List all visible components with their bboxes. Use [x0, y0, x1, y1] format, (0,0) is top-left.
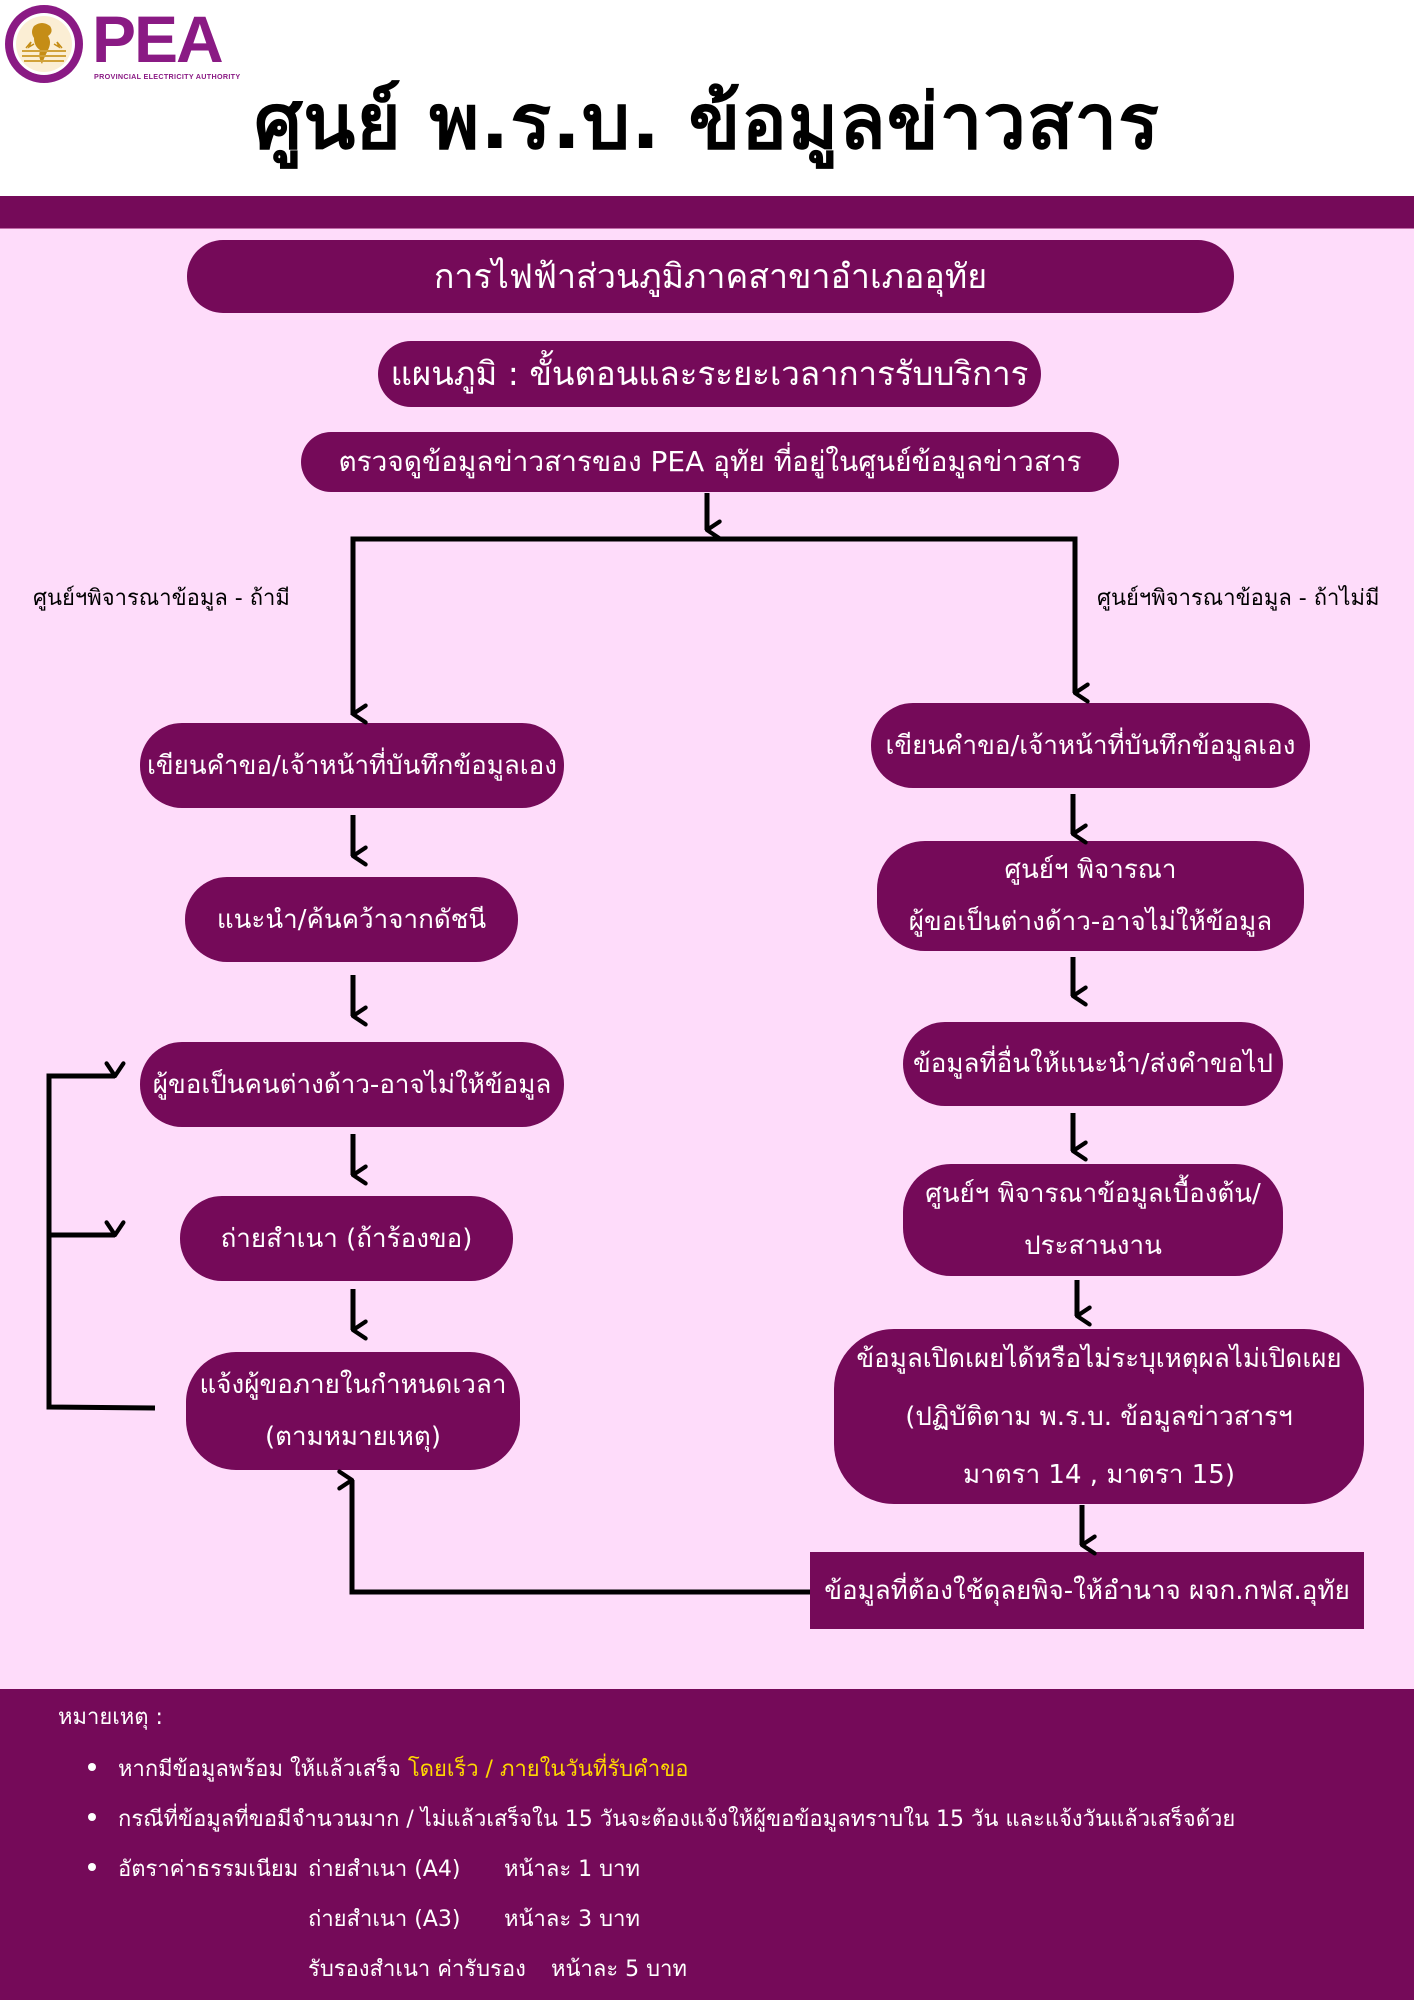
right-step-5: ข้อมูลเปิดเผยได้หรือไม่ระบุเหตุผลไม่เปิด…: [834, 1329, 1364, 1504]
pea-logo: PEA PROVINCIAL ELECTRICITY AUTHORITY: [4, 2, 240, 84]
right-step-4-line2: ประสานงาน: [1024, 1231, 1162, 1261]
left-step-2: แนะนำ/ค้นคว้าจากดัชนี: [185, 877, 518, 962]
note-item-1-highlight: โดยเร็ว / ภายในวันที่รับคำขอ: [407, 1757, 689, 1782]
fee-item-2: ถ่ายสำเนา (A3): [308, 1907, 461, 1932]
right-step-2-line1: ศูนย์ฯ พิจารณา: [1004, 855, 1177, 885]
right-step-2: ศูนย์ฯ พิจารณา ผู้ขอเป็นต่างด้าว-อาจไม่ใ…: [877, 841, 1304, 951]
fee-item-3: รับรองสำเนา ค่ารับรอง: [308, 1957, 526, 1982]
left-step-5: แจ้งผู้ขอภายในกำหนดเวลา (ตามหมายเหตุ): [186, 1352, 520, 1470]
logo-subtitle: PROVINCIAL ELECTRICITY AUTHORITY: [94, 72, 241, 81]
logo-wordmark: PEA: [92, 2, 224, 76]
note-item-3-text: อัตราค่าธรรมเนียม: [118, 1857, 299, 1882]
right-step-3-text: ข้อมูลที่อื่นให้แนะนำ/ส่งคำขอไป: [913, 1049, 1273, 1079]
right-step-4-line1: ศูนย์ฯ พิจารณาข้อมูลเบื้องต้น/: [925, 1179, 1261, 1209]
left-step-5-line1: แจ้งผู้ขอภายในกำหนดเวลา: [199, 1370, 507, 1400]
right-step-5-line1: ข้อมูลเปิดเผยได้หรือไม่ระบุเหตุผลไม่เปิด…: [856, 1343, 1342, 1374]
diagram-title: แผนภูมิ : ขั้นตอนและระยะเวลาการรับบริการ: [378, 341, 1041, 407]
step-start-text: ตรวจดูข้อมูลข่าวสารของ PEA อุทัย ที่อยู่…: [338, 445, 1082, 478]
header-band: [0, 196, 1414, 229]
left-step-5-line2: (ตามหมายเหตุ): [265, 1422, 441, 1452]
right-step-6-text: ข้อมูลที่ต้องใช้ดุลยพิจ-ให้อำนาจ ผจก.กฟส…: [824, 1575, 1350, 1606]
bullet-icon: [88, 1763, 96, 1771]
left-step-1: เขียนคำขอ/เจ้าหน้าที่บันทึกข้อมูลเอง: [140, 723, 564, 808]
left-step-2-text: แนะนำ/ค้นคว้าจากดัชนี: [216, 904, 487, 935]
page-header: PEA PROVINCIAL ELECTRICITY AUTHORITY ศูน…: [0, 0, 1414, 196]
fee-rate-2: หน้าละ 3 บาท: [504, 1907, 640, 1932]
bullet-icon: [88, 1813, 96, 1821]
left-step-3-text: ผู้ขอเป็นคนต่างด้าว-อาจไม่ให้ข้อมูล: [152, 1069, 552, 1100]
page-title: ศูนย์ พ.ร.บ. ข้อมูลข่าวสาร: [254, 77, 1160, 166]
office-banner: การไฟฟ้าส่วนภูมิภาคสาขาอำเภออุทัย: [187, 240, 1234, 313]
pea-seal-icon: [5, 5, 83, 83]
note-item-1-text: หากมีข้อมูลพร้อม ให้แล้วเสร็จ: [118, 1757, 408, 1782]
right-step-4: ศูนย์ฯ พิจารณาข้อมูลเบื้องต้น/ ประสานงาน: [903, 1164, 1283, 1276]
notes-section: หมายเหตุ : หากมีข้อมูลพร้อม ให้แล้วเสร็จ…: [0, 1689, 1414, 2000]
note-item-1: หากมีข้อมูลพร้อม ให้แล้วเสร็จ โดยเร็ว / …: [88, 1751, 688, 1786]
right-step-1: เขียนคำขอ/เจ้าหน้าที่บันทึกข้อมูลเอง: [871, 703, 1310, 788]
note-item-2-text: กรณีที่ข้อมูลที่ขอมีจำนวนมาก / ไม่แล้วเส…: [118, 1807, 1236, 1832]
right-step-2-line2: ผู้ขอเป็นต่างด้าว-อาจไม่ให้ข้อมูล: [908, 907, 1273, 937]
left-step-4: ถ่ายสำเนา (ถ้าร้องขอ): [180, 1196, 513, 1281]
bullet-icon: [88, 1863, 96, 1871]
diagram-title-text: แผนภูมิ : ขั้นตอนและระยะเวลาการรับบริการ: [390, 354, 1029, 393]
step-start: ตรวจดูข้อมูลข่าวสารของ PEA อุทัย ที่อยู่…: [301, 432, 1119, 492]
left-step-3: ผู้ขอเป็นคนต่างด้าว-อาจไม่ให้ข้อมูล: [140, 1042, 564, 1127]
fee-rate-3: หน้าละ 5 บาท: [551, 1957, 687, 1982]
branch-right-label: ศูนย์ฯพิจารณาข้อมูล - ถ้าไม่มี: [1097, 586, 1380, 611]
right-step-6: ข้อมูลที่ต้องใช้ดุลยพิจ-ให้อำนาจ ผจก.กฟส…: [810, 1552, 1364, 1629]
fee-item-1: ถ่ายสำเนา (A4): [308, 1857, 461, 1882]
right-step-5-line2: (ปฏิบัติตาม พ.ร.บ. ข้อมูลข่าวสารฯ: [905, 1401, 1293, 1432]
right-step-5-line3: มาตรา 14 , มาตรา 15): [962, 1459, 1235, 1490]
note-item-2: กรณีที่ข้อมูลที่ขอมีจำนวนมาก / ไม่แล้วเส…: [88, 1801, 1235, 1836]
fee-rate-1: หน้าละ 1 บาท: [504, 1857, 640, 1882]
note-item-3: อัตราค่าธรรมเนียม: [88, 1851, 298, 1886]
right-step-1-text: เขียนคำขอ/เจ้าหน้าที่บันทึกข้อมูลเอง: [885, 730, 1296, 761]
office-name: การไฟฟ้าส่วนภูมิภาคสาขาอำเภออุทัย: [433, 256, 988, 297]
left-step-1-text: เขียนคำขอ/เจ้าหน้าที่บันทึกข้อมูลเอง: [147, 750, 557, 781]
right-step-3: ข้อมูลที่อื่นให้แนะนำ/ส่งคำขอไป: [903, 1022, 1283, 1106]
left-step-4-text: ถ่ายสำเนา (ถ้าร้องขอ): [220, 1223, 473, 1254]
branch-left-label: ศูนย์ฯพิจารณาข้อมูล - ถ้ามี: [33, 586, 290, 611]
notes-title: หมายเหตุ :: [58, 1705, 163, 1730]
